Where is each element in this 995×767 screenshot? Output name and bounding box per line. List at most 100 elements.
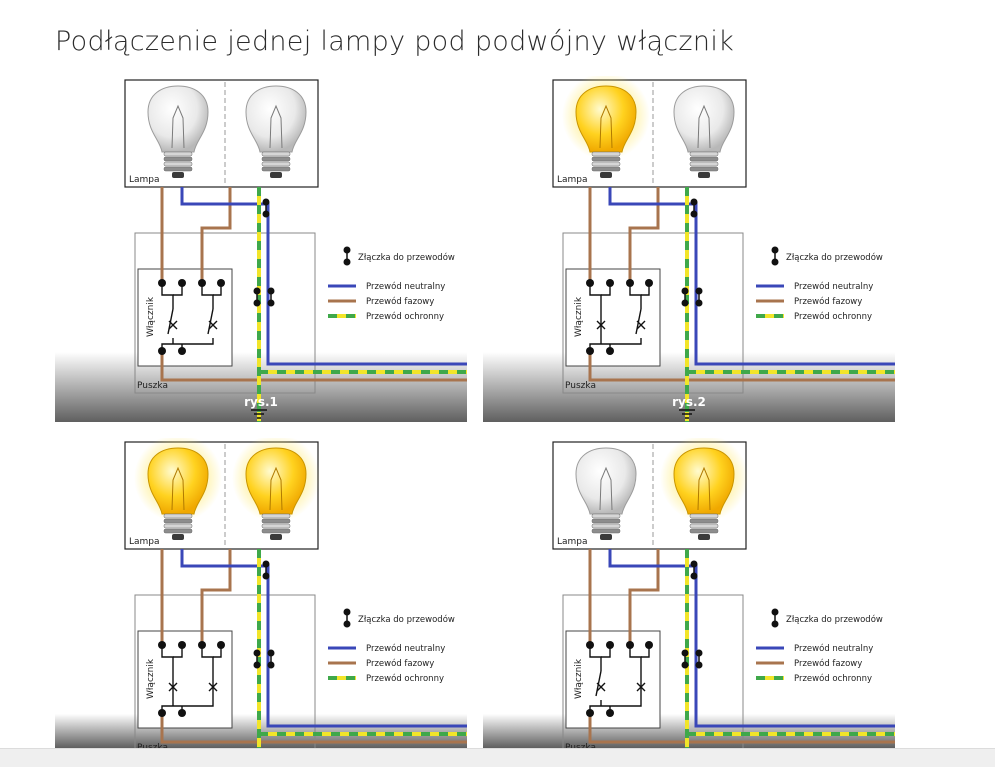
bulb-base-ring xyxy=(591,528,621,534)
switch-label: Włącznik xyxy=(146,658,156,699)
bulb-base-ring xyxy=(163,151,193,157)
bulb-base-ring xyxy=(163,518,193,524)
bulb-base-ring xyxy=(689,528,719,534)
switch-label: Włącznik xyxy=(146,296,156,337)
bulb-filament xyxy=(269,466,283,511)
bulb-filament xyxy=(697,104,711,149)
wire-connector-icon xyxy=(262,560,270,580)
bulb-base-ring xyxy=(261,161,291,167)
legend-connector-label: Złączka do przewodów xyxy=(786,614,883,625)
bulb-base-ring xyxy=(591,156,621,162)
box-label: Puszka xyxy=(137,743,168,748)
terminal-dot xyxy=(586,709,594,717)
wire-connector-icon xyxy=(681,649,689,669)
wire-connector-icon xyxy=(681,287,689,307)
bulb-base-ring xyxy=(689,156,719,162)
bulb-filament xyxy=(171,466,185,511)
legend-connector-label: Złączka do przewodów xyxy=(358,614,455,625)
bulb-base-ring xyxy=(689,518,719,524)
bulb-base-ring xyxy=(261,513,291,519)
bulb-contact xyxy=(172,534,184,540)
bulb-base-ring xyxy=(591,518,621,524)
wire-connector-icon xyxy=(253,649,261,669)
legend-label: Przewód neutralny xyxy=(794,643,873,654)
legend-label: Przewód fazowy xyxy=(366,658,434,669)
bulb-base-ring xyxy=(689,513,719,519)
wire-connector-icon xyxy=(262,198,270,218)
phase-supply-wire xyxy=(588,351,895,382)
wire-connector-icon xyxy=(343,246,351,266)
ground-icon xyxy=(679,409,695,419)
terminal-dot xyxy=(178,347,186,355)
bulb-glass xyxy=(673,85,735,153)
wire-connector-icon xyxy=(695,287,703,307)
switch-label: Włącznik xyxy=(574,658,584,699)
bulb-base-ring xyxy=(591,151,621,157)
bulb-base-ring xyxy=(591,523,621,529)
bulb-base-ring xyxy=(261,156,291,162)
bulb-base-ring xyxy=(689,151,719,157)
legend-label: Przewód ochronny xyxy=(794,673,872,684)
bulb-base-ring xyxy=(163,156,193,162)
bulb-base-ring xyxy=(689,161,719,167)
legend-connector-label: Złączka do przewodów xyxy=(786,252,883,263)
phase-supply-wire xyxy=(160,713,467,744)
legend-label: Przewód neutralny xyxy=(794,281,873,292)
left-bulb-icon xyxy=(575,447,637,540)
bulb-glass xyxy=(575,447,637,515)
bulb-base-ring xyxy=(261,518,291,524)
switch-label: Włącznik xyxy=(574,296,584,337)
bulb-glass xyxy=(147,447,209,515)
right-bulb-icon xyxy=(660,438,748,540)
junction-box xyxy=(562,594,744,748)
bulb-filament xyxy=(599,466,613,511)
terminal-dot xyxy=(158,347,166,355)
bulb-contact xyxy=(698,534,710,540)
phase-supply-wire xyxy=(588,713,895,744)
bulb-filament xyxy=(599,104,613,149)
junction-box xyxy=(134,232,316,394)
terminal-dot xyxy=(158,709,166,717)
wire-connector-icon xyxy=(267,287,275,307)
terminal-dot xyxy=(606,709,614,717)
bulb-base-ring xyxy=(163,161,193,167)
bulb-glass xyxy=(245,85,307,153)
wire-connector-icon xyxy=(343,608,351,628)
wire-connector-icon xyxy=(690,560,698,580)
legend-label: Przewód ochronny xyxy=(366,673,444,684)
left-bulb-icon xyxy=(562,76,650,178)
legend-connector-label: Złączka do przewodów xyxy=(358,252,455,263)
box-label: Puszka xyxy=(137,381,168,391)
bottom-scroll-strip xyxy=(0,748,995,767)
bulb-base-ring xyxy=(261,151,291,157)
bulb-base-ring xyxy=(163,528,193,534)
lamp-label: Lampa xyxy=(557,175,588,185)
lamp-label: Lampa xyxy=(557,537,588,547)
ground-icon xyxy=(251,409,267,419)
bulb-glass xyxy=(147,85,209,153)
switch-mechanism xyxy=(589,283,650,351)
legend-label: Przewód fazowy xyxy=(794,296,862,307)
wire-connector-icon xyxy=(267,649,275,669)
bulb-base-ring xyxy=(261,528,291,534)
left-bulb-icon xyxy=(147,85,209,178)
left-bulb-icon xyxy=(134,438,222,540)
wire-connector-icon xyxy=(690,198,698,218)
terminal-dot xyxy=(178,709,186,717)
bulb-contact xyxy=(600,172,612,178)
bulb-glass xyxy=(575,85,637,153)
bulb-base-ring xyxy=(163,513,193,519)
legend-label: Przewód neutralny xyxy=(366,281,445,292)
wire-connector-icon xyxy=(771,246,779,266)
